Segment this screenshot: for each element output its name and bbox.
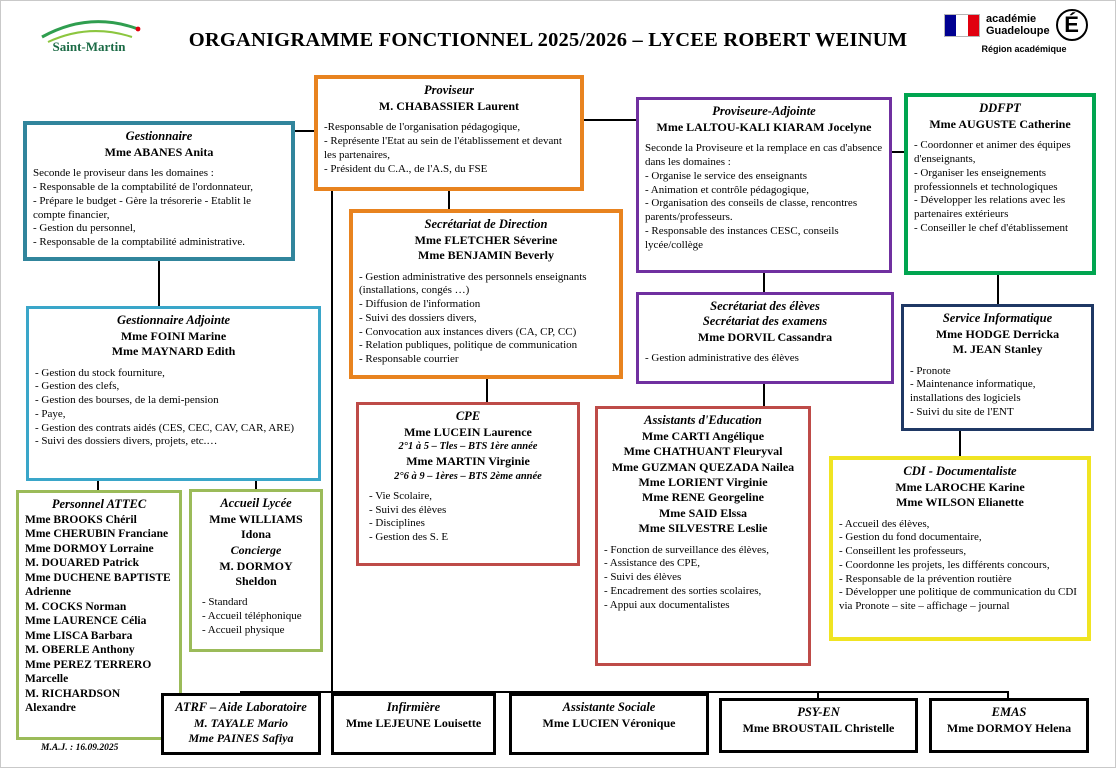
saint-martin-label: Saint-Martin (52, 39, 126, 54)
box-body: - Standard - Accueil téléphonique - Accu… (202, 596, 302, 636)
box-accueil-lycee: Accueil Lycée Mme WILLIAMS Idona Concier… (189, 489, 323, 652)
box-names: Mme ABANES Anita (104, 145, 214, 159)
box-cpe: CPE Mme LUCEIN Laurence 2°1 à 5 – Tles –… (356, 402, 580, 566)
box-gestionnaire-adjointe: Gestionnaire Adjointe Mme FOINI Marine M… (26, 306, 321, 481)
box-name: Mme MARTIN Virginie (406, 454, 530, 469)
connector-line (448, 191, 450, 209)
box-personnel-attec: Personnel ATTEC Mme BROOKS Chéril Mme CH… (16, 490, 182, 740)
box-secretariat-direction: Secrétariat de Direction Mme FLETCHER Sé… (349, 209, 623, 379)
connector-line (959, 431, 961, 456)
box-names: Mme HODGE Derricka M. JEAN Stanley (935, 327, 1060, 357)
academy-letter-badge: É (1055, 9, 1088, 41)
connector-line (892, 151, 904, 153)
academy-logo: académie Guadeloupe É Région académique (944, 9, 1104, 67)
box-name: Mme LUCEIN Laurence (404, 425, 532, 439)
saint-martin-logo: Saint-Martin (29, 11, 149, 63)
box-body: - Accueil des élèves, - Gestion du fond … (839, 517, 1077, 613)
box-names: Mme AUGUSTE Catherine (929, 117, 1071, 131)
academy-region-word: Guadeloupe (986, 25, 1050, 37)
box-title: PSY-EN (797, 705, 840, 719)
box-names: Mme DORVIL Cassandra (697, 330, 833, 344)
connector-line (240, 691, 1009, 693)
box-body: - Pronote - Maintenance informatique, in… (910, 364, 1036, 418)
box-service-informatique: Service Informatique Mme HODGE Derricka … (901, 304, 1094, 431)
box-title: Secrétariat des élèves Secrétariat des e… (702, 299, 828, 328)
connector-line (158, 261, 160, 306)
box-ddfpt: DDFPT Mme AUGUSTE Catherine - Coordonner… (904, 93, 1096, 275)
box-title: Proviseure-Adjointe (712, 104, 816, 118)
box-title: Assistants d'Education (644, 413, 762, 427)
box-body: - Gestion du stock fourniture, - Gestion… (35, 366, 295, 448)
box-body: - Vie Scolaire, - Suivi des élèves - Dis… (369, 489, 449, 544)
box-body: Seconde la Proviseure et la remplace en … (645, 142, 883, 251)
box-title: Accueil Lycée (220, 496, 292, 510)
box-title: CDI - Documentaliste (903, 464, 1017, 478)
french-flag-icon (944, 13, 980, 37)
box-title: CPE (455, 409, 481, 423)
region-academique-label: Région académique (981, 44, 1067, 54)
box-cdi-documentaliste: CDI - Documentaliste Mme LAROCHE Karine … (829, 456, 1091, 641)
box-assistants-education: Assistants d'Education Mme CARTI Angéliq… (595, 406, 811, 666)
connector-line (295, 130, 314, 132)
box-names: Mme CARTI Angélique Mme CHATHUANT Fleury… (611, 429, 795, 536)
box-title: Personnel ATTEC (51, 497, 147, 511)
box-title: Proviseur (424, 83, 474, 97)
connector-line (763, 273, 765, 292)
connector-line (817, 691, 819, 699)
box-infirmiere: Infirmière Mme LEJEUNE Louisette (331, 693, 496, 755)
box-names: Mme LEJEUNE Louisette (345, 716, 482, 730)
box-names: Mme LUCIEN Véronique (542, 716, 676, 730)
box-secretariat-eleves: Secrétariat des élèves Secrétariat des e… (636, 292, 894, 384)
connector-line (584, 119, 636, 121)
academy-name: académie Guadeloupe (986, 13, 1050, 37)
box-body: -Responsable de l'organisation pédagogiq… (324, 121, 562, 175)
box-body: - Fonction de surveillance des élèves, -… (604, 543, 769, 611)
saint-martin-swoosh-icon (41, 20, 141, 43)
box-body: Seconde le proviseur dans les domaines :… (33, 167, 253, 249)
connector-line (997, 275, 999, 304)
box-classes: 2°6 à 9 – 1ères – BTS 2ème année (394, 470, 542, 482)
box-name: M. DORMOY Sheldon (219, 558, 293, 589)
box-proviseur: Proviseur M. CHABASSIER Laurent -Respons… (314, 75, 584, 191)
connector-line (255, 481, 257, 489)
box-names: Mme BROOKS Chéril Mme CHERUBIN Franciane… (25, 514, 171, 715)
box-body: - Gestion administrative des personnels … (359, 270, 587, 366)
last-updated-label: M.A.J. : 16.09.2025 (41, 743, 119, 753)
box-atrf-aide-laboratoire: ATRF – Aide Laboratoire M. TAYALE Mario … (161, 693, 321, 755)
box-names: Mme FOINI Marine Mme MAYNARD Edith (111, 329, 236, 359)
connector-line (486, 379, 488, 402)
box-classes: 2°1 à 5 – Tles – BTS 1ère année (398, 441, 538, 453)
box-title: DDFPT (979, 101, 1021, 115)
box-title: Gestionnaire (125, 129, 193, 143)
box-names: Mme FLETCHER Séverine Mme BENJAMIN Bever… (414, 233, 558, 263)
connector-line (331, 191, 333, 693)
box-body: - Gestion administrative des élèves (645, 352, 799, 365)
box-emas: EMAS Mme DORMOY Helena (929, 698, 1089, 753)
box-body: - Coordonner et animer des équipes d'ens… (914, 139, 1071, 234)
box-names: Mme DORMOY Helena (946, 721, 1072, 735)
connector-line (97, 481, 99, 490)
academy-word: académie (986, 12, 1037, 25)
box-assistante-sociale: Assistante Sociale Mme LUCIEN Véronique (509, 693, 709, 755)
box-role: Concierge (230, 542, 282, 557)
box-title: Secrétariat de Direction (424, 217, 548, 231)
box-name: Mme WILLIAMS Idona (209, 512, 303, 542)
box-names: Mme BROUSTAIL Christelle (742, 721, 895, 735)
box-names: M. CHABASSIER Laurent (378, 99, 520, 113)
box-title: Service Informatique (942, 311, 1053, 325)
box-names: Mme LALTOU-KALI KIARAM Jocelyne (656, 120, 872, 134)
connector-line (1007, 691, 1009, 699)
box-proviseure-adjointe: Proviseure-Adjointe Mme LALTOU-KALI KIAR… (636, 97, 892, 273)
box-title: EMAS (991, 705, 1027, 719)
box-names: Mme LAROCHE Karine Mme WILSON Elianette (895, 480, 1025, 510)
box-title: ATRF – Aide Laboratoire (175, 700, 307, 714)
box-names: M. TAYALE Mario Mme PAINES Safiya (188, 716, 294, 746)
box-gestionnaire: Gestionnaire Mme ABANES Anita Seconde le… (23, 121, 295, 261)
box-title: Assistante Sociale (562, 700, 656, 714)
connector-line (763, 384, 765, 406)
box-psy-en: PSY-EN Mme BROUSTAIL Christelle (719, 698, 918, 753)
box-title: Gestionnaire Adjointe (116, 313, 231, 327)
box-title: Infirmière (386, 700, 441, 714)
page-title: ORGANIGRAMME FONCTIONNEL 2025/2026 – LYC… (188, 29, 908, 51)
